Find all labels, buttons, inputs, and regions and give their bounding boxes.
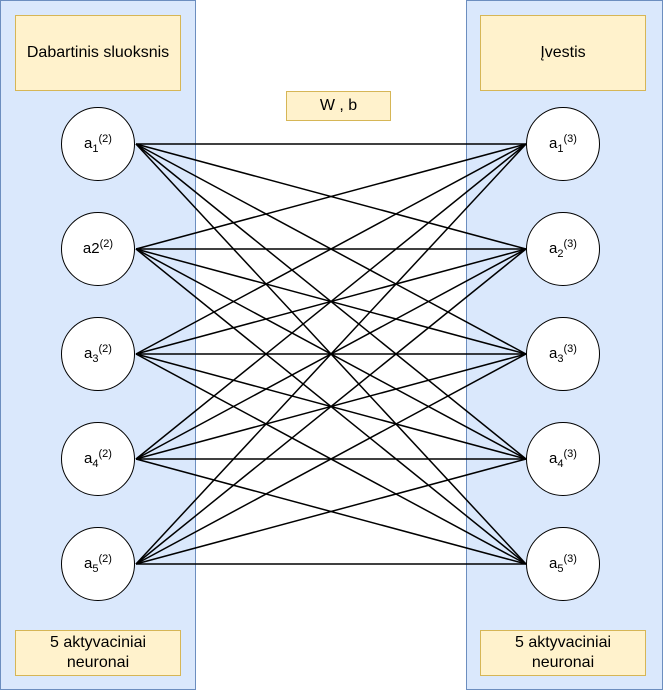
connection-3-1: [135, 143, 527, 355]
neuron-label: a1(3): [549, 133, 577, 155]
connection-2-1: [135, 143, 527, 250]
connection-5-4: [135, 458, 527, 565]
neuron-left-1: a1(2): [61, 107, 135, 181]
connection-5-1: [135, 143, 527, 565]
connection-5-3: [135, 353, 527, 565]
right-layer-title: Įvestis: [480, 15, 646, 91]
connection-5-2: [135, 248, 527, 565]
neuron-label: a4(2): [84, 448, 112, 470]
left-layer-title: Dabartinis sluoksnis: [15, 15, 181, 91]
connection-4-1: [135, 143, 527, 460]
right-layer-footer: 5 aktyvaciniai neuronai: [480, 630, 646, 676]
neuron-label: a2(3): [549, 238, 577, 260]
neuron-label: a2(2): [82, 238, 114, 257]
left-layer-footer: 5 aktyvaciniai neuronai: [15, 630, 181, 676]
neuron-right-4: a4(3): [526, 422, 600, 496]
neuron-left-4: a4(2): [61, 422, 135, 496]
neuron-left-2: a2(2): [61, 212, 135, 286]
neuron-label: a5(3): [549, 553, 577, 575]
neuron-label: a1(2): [84, 133, 112, 155]
neuron-right-5: a5(3): [526, 527, 600, 601]
neuron-label: a4(3): [549, 448, 577, 470]
neuron-right-1: a1(3): [526, 107, 600, 181]
neuron-label: a5(2): [84, 553, 112, 575]
neuron-right-3: a3(3): [526, 317, 600, 391]
neuron-left-5: a5(2): [61, 527, 135, 601]
neuron-label: a3(3): [549, 343, 577, 365]
neuron-left-3: a3(2): [61, 317, 135, 391]
neuron-right-2: a2(3): [526, 212, 600, 286]
neuron-label: a3(2): [84, 343, 112, 365]
weights-bias-label: W , b: [286, 91, 391, 121]
